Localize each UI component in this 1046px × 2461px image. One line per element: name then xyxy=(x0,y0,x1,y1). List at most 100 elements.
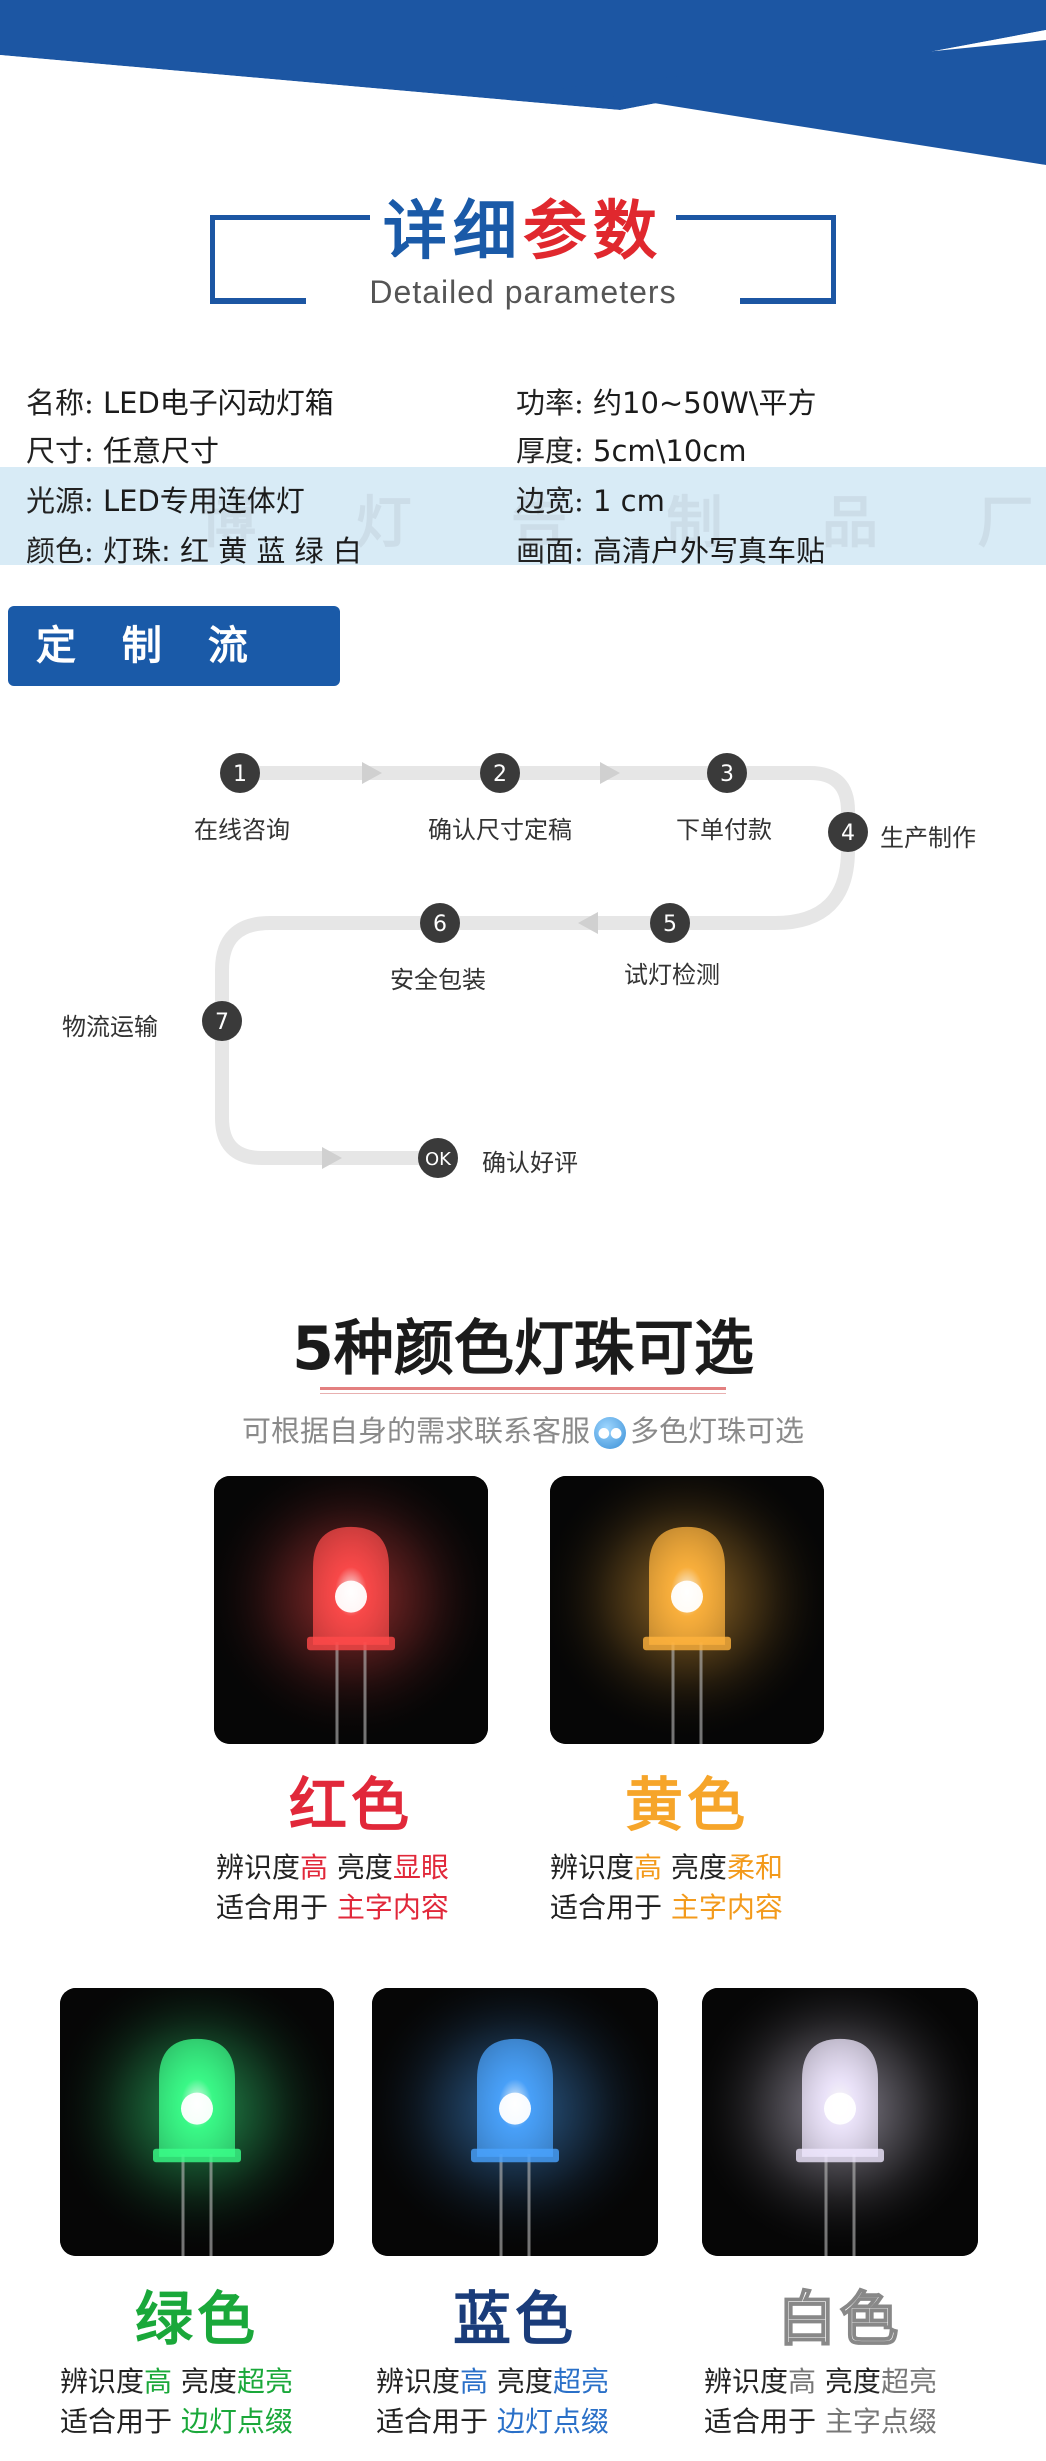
desc-highlight: 主字点缀 xyxy=(824,2405,937,2438)
desc-text: 适合用于 xyxy=(216,1891,337,1924)
color-name-blue: 蓝色 xyxy=(452,2285,577,2353)
title-underline-thin xyxy=(320,1393,726,1394)
title-frame xyxy=(210,215,836,304)
step-2-num: 2 xyxy=(493,762,507,787)
process-flow: 1 2 3 4 5 6 7 OK xyxy=(202,753,868,1178)
led-bulb-icon xyxy=(702,1988,978,2256)
param-name-value: LED电子闪动灯箱 xyxy=(103,386,334,420)
param-size-label: 尺寸: xyxy=(26,434,94,468)
desc-text: 亮度 xyxy=(662,1851,727,1884)
desc-highlight: 主字内容 xyxy=(336,1891,449,1924)
title-underline xyxy=(320,1387,726,1390)
led-bulb-icon xyxy=(372,1988,658,2256)
step-5-num: 5 xyxy=(663,912,677,937)
desc-yellow: 辨识度高 亮度柔和适合用于 主字内容 xyxy=(550,1848,783,1928)
param-color: 颜色: 灯珠: 红 黄 蓝 绿 白 xyxy=(26,528,362,570)
desc-line-2: 适合用于 主字内容 xyxy=(550,1888,783,1928)
desc-text: 辨识度 xyxy=(376,2365,461,2398)
desc-green: 辨识度高 亮度超亮适合用于 边灯点缀 xyxy=(60,2362,293,2442)
step-1-label: 在线咨询 xyxy=(194,816,290,844)
header-banner xyxy=(0,0,1046,170)
page-subtitle: Detailed parameters xyxy=(369,274,677,310)
desc-line-1: 辨识度高 亮度超亮 xyxy=(376,2362,609,2402)
led-card-blue xyxy=(372,1988,658,2256)
step-3-num: 3 xyxy=(720,762,734,787)
color-name-red: 红色 xyxy=(288,1771,413,1839)
desc-line-2: 适合用于 边灯点缀 xyxy=(60,2402,293,2442)
led-card-yellow xyxy=(550,1476,824,1744)
param-highlight-band xyxy=(0,467,1046,565)
process-heading: 定 制 流 程 : xyxy=(8,606,340,749)
color-name-yellow: 黄色 xyxy=(624,1771,749,1839)
flow-arrow xyxy=(322,1147,342,1169)
step-5: 5 xyxy=(650,903,690,943)
desc-line-1: 辨识度高 亮度柔和 xyxy=(550,1848,783,1888)
chat-bubble-icon: ●● xyxy=(594,1417,626,1449)
step-2: 2 xyxy=(480,753,520,793)
desc-text: 亮度 xyxy=(488,2365,553,2398)
led-card-red xyxy=(214,1476,488,1744)
param-source-value: LED专用连体灯 xyxy=(103,484,305,518)
param-thickness: 厚度: 5cm\10cm xyxy=(516,428,747,470)
flow-arrow xyxy=(600,762,620,784)
param-power: 功率: 约10~50W\平方 xyxy=(516,380,817,422)
desc-highlight: 边灯点缀 xyxy=(180,2405,293,2438)
param-thickness-value: 5cm\10cm xyxy=(593,434,747,468)
desc-text: 亮度 xyxy=(816,2365,881,2398)
desc-text: 辨识度 xyxy=(216,1851,301,1884)
param-edge: 边宽: 1 cm xyxy=(516,478,665,520)
led-bulb-icon xyxy=(60,1988,334,2256)
led-card-white xyxy=(702,1988,978,2256)
desc-text: 适合用于 xyxy=(704,2405,825,2438)
flow-arrow xyxy=(362,762,382,784)
desc-text: 适合用于 xyxy=(60,2405,181,2438)
flow-arrow xyxy=(578,912,598,934)
step-4: 4 xyxy=(828,812,868,852)
desc-line-2: 适合用于 主字内容 xyxy=(216,1888,449,1928)
step-5-label: 试灯检测 xyxy=(624,961,720,989)
led-bulb-icon xyxy=(550,1476,824,1744)
desc-red: 辨识度高 亮度显眼适合用于 主字内容 xyxy=(216,1848,449,1928)
step-6-num: 6 xyxy=(433,912,447,937)
param-size-value: 任意尺寸 xyxy=(103,434,220,468)
desc-highlight: 主字内容 xyxy=(670,1891,783,1924)
colors-title: 5种颜色灯珠可选 xyxy=(292,1314,754,1384)
desc-highlight: 柔和 xyxy=(726,1851,783,1884)
param-edge-label: 边宽: xyxy=(516,484,584,518)
step-6: 6 xyxy=(420,903,460,943)
param-color-value: 灯珠: 红 黄 蓝 绿 白 xyxy=(103,534,362,568)
param-size: 尺寸: 任意尺寸 xyxy=(26,428,219,470)
desc-line-2: 适合用于 边灯点缀 xyxy=(376,2402,609,2442)
page-title: 详细参数 xyxy=(0,180,1046,272)
desc-highlight: 高 xyxy=(460,2365,489,2398)
desc-highlight: 超亮 xyxy=(236,2365,293,2398)
desc-highlight: 超亮 xyxy=(552,2365,609,2398)
watermark: 博 灯 告 制 品 厂 xyxy=(200,491,1046,556)
param-source: 光源: LED专用连体灯 xyxy=(26,478,305,520)
desc-blue: 辨识度高 亮度超亮适合用于 边灯点缀 xyxy=(376,2362,609,2442)
led-bulb-icon xyxy=(214,1476,488,1744)
step-3-label: 下单付款 xyxy=(676,816,772,844)
desc-highlight: 高 xyxy=(300,1851,329,1884)
led-card-green xyxy=(60,1988,334,2256)
step-3: 3 xyxy=(707,753,747,793)
colors-subtitle-after: 多色灯珠可选 xyxy=(630,1414,805,1448)
step-ok-label: 确认好评 xyxy=(482,1149,578,1177)
param-name-label: 名称: xyxy=(26,386,94,420)
param-surface: 画面: 高清户外写真车贴 xyxy=(516,528,825,570)
step-ok: OK xyxy=(418,1138,458,1178)
step-ok-num: OK xyxy=(425,1149,452,1170)
color-name-green: 绿色 xyxy=(134,2285,259,2353)
desc-text: 适合用于 xyxy=(550,1891,671,1924)
desc-highlight: 高 xyxy=(634,1851,663,1884)
step-6-label: 安全包装 xyxy=(390,966,486,994)
param-name: 名称: LED电子闪动灯箱 xyxy=(26,380,334,422)
desc-text: 亮度 xyxy=(328,1851,393,1884)
step-7: 7 xyxy=(202,1001,242,1041)
desc-line-2: 适合用于 主字点缀 xyxy=(704,2402,937,2442)
step-1-num: 1 xyxy=(233,762,247,787)
param-surface-label: 画面: xyxy=(516,534,584,568)
step-4-num: 4 xyxy=(841,821,855,846)
desc-text: 辨识度 xyxy=(550,1851,635,1884)
desc-line-1: 辨识度高 亮度显眼 xyxy=(216,1848,449,1888)
